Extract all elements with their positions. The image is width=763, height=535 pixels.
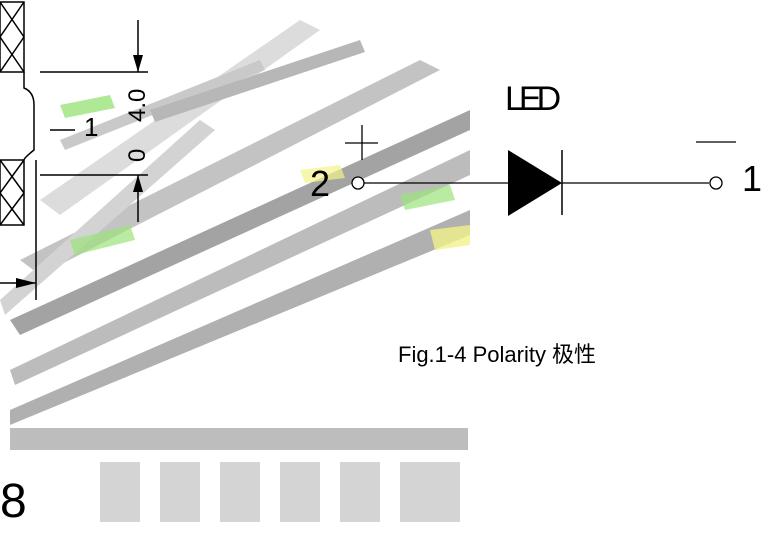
pin-2-label: 2 <box>310 163 331 204</box>
corner-digit: 8 <box>0 475 27 528</box>
pin2-terminal <box>351 176 365 190</box>
pin-1-label: 1 <box>742 158 763 199</box>
figure-caption: Fig.1-4 Polarity 极性 <box>398 342 597 367</box>
diode-triangle <box>508 150 562 216</box>
dimension-side: 1 <box>84 112 99 142</box>
led-label: LED <box>505 80 561 118</box>
pin1-terminal <box>709 176 723 190</box>
